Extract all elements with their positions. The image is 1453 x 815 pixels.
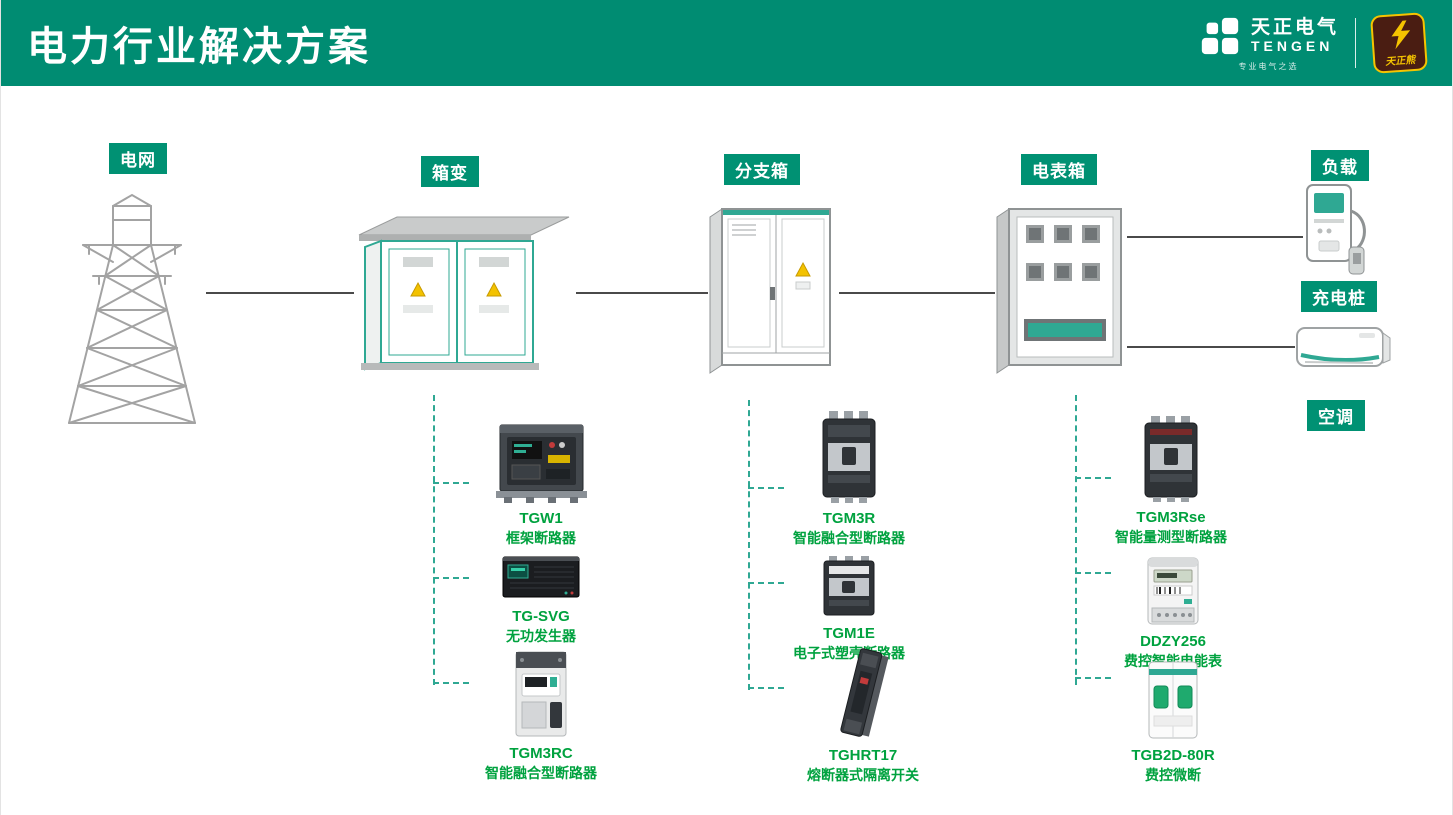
dash-tick (433, 682, 469, 684)
ddzy256-product-image (1147, 557, 1199, 625)
line-meter-charging (1127, 236, 1303, 238)
product-model: TG-SVG (512, 608, 570, 625)
dash-tick (433, 482, 469, 484)
header-bar: 电力行业解决方案 天正电气 TENGEN 专业电气之选 (1, 0, 1452, 86)
brand-lockup: 天正电气 TENGEN 专业电气之选 (1198, 14, 1339, 72)
transmission-tower-image (68, 193, 196, 424)
air-conditioner-image (1296, 327, 1391, 367)
load-label: 负载 (1311, 150, 1369, 181)
product-desc: 费控智能电能表 (1124, 653, 1222, 669)
tgm3rse-product-image (1144, 416, 1198, 502)
tgm3rc-product-image (515, 651, 567, 737)
tgb2d-80r-product-image (1148, 661, 1198, 739)
product-model: TGM3Rse (1136, 509, 1206, 526)
lightning-icon (1391, 20, 1411, 50)
product-model: TGM1E (823, 625, 875, 642)
product-card: TGHRT17 熔断器式隔离开关 (775, 648, 951, 784)
brand-slogan: 专业电气之选 (1238, 62, 1299, 71)
product-card: TG-SVG 无功发生器 (453, 551, 629, 645)
dash-tick (1075, 572, 1111, 574)
tengen-logo-icon (1201, 17, 1239, 55)
substation-label: 箱变 (421, 156, 479, 187)
product-model: TGB2D-80R (1131, 747, 1215, 764)
tghrt17-product-image (840, 648, 889, 737)
grid-label: 电网 (109, 143, 167, 174)
mascot-badge: 天正熊 (1370, 12, 1428, 74)
product-desc: 费控微断 (1145, 767, 1201, 783)
tgm1e-product-image (823, 556, 875, 616)
charging-pile-label: 充电桩 (1301, 281, 1377, 312)
charging-pile-image (1306, 184, 1366, 275)
tgw1-product-image (495, 424, 587, 503)
product-model: TGW1 (519, 510, 563, 527)
dash-trunk-substation (433, 395, 435, 685)
dash-trunk-branch (748, 400, 750, 690)
product-desc: 无功发生器 (506, 628, 576, 644)
product-card: TGB2D-80R 费控微断 (1085, 660, 1261, 784)
brand-divider (1355, 18, 1356, 68)
line-branch-meter (839, 292, 995, 294)
product-desc: 智能量测型断路器 (1115, 529, 1227, 545)
product-card: TGM1E 电子式塑壳断路器 (761, 556, 937, 662)
dash-tick (1075, 477, 1111, 479)
line-meter-ac (1127, 346, 1295, 348)
dash-tick (1075, 677, 1111, 679)
dash-trunk-meter (1075, 395, 1077, 685)
product-model: TGM3R (822, 510, 876, 527)
product-card: TGM3R 智能融合型断路器 (761, 411, 937, 547)
dash-tick (748, 487, 784, 489)
product-card: DDZY256 费控智能电能表 (1085, 556, 1261, 670)
mascot-label: 天正熊 (1384, 54, 1416, 68)
brand-name-cn: 天正电气 (1250, 16, 1339, 38)
page-title: 电力行业解决方案 (27, 25, 371, 69)
line-substation-branch (576, 292, 708, 294)
product-card: TGM3RC 智能融合型断路器 (453, 650, 629, 782)
product-model: DDZY256 (1140, 633, 1206, 650)
product-desc: 智能融合型断路器 (485, 765, 597, 781)
product-desc: 框架断路器 (506, 530, 576, 546)
brand-area: 天正电气 TENGEN 专业电气之选 天正熊 (1198, 12, 1428, 74)
product-model: TGM3RC (509, 745, 573, 762)
product-desc: 熔断器式隔离开关 (807, 767, 919, 783)
tgm3r-product-image (822, 411, 876, 503)
dash-tick (748, 687, 784, 689)
dash-tick (748, 582, 784, 584)
brand-name-en: TENGEN (1250, 37, 1334, 54)
tg-svg-product-image (502, 556, 580, 598)
substation-image (358, 216, 570, 371)
branch-box-image (709, 208, 831, 374)
product-card: TGW1 框架断路器 (453, 421, 629, 547)
meter-box-image (996, 208, 1122, 374)
product-model: TGHRT17 (828, 747, 898, 764)
branch-box-label: 分支箱 (724, 154, 800, 185)
meter-box-label: 电表箱 (1021, 154, 1097, 185)
product-desc: 智能融合型断路器 (793, 530, 905, 546)
dash-tick (433, 577, 469, 579)
product-card: TGM3Rse 智能量测型断路器 (1083, 416, 1259, 546)
air-conditioner-label: 空调 (1307, 400, 1365, 431)
line-grid-substation (206, 292, 354, 294)
